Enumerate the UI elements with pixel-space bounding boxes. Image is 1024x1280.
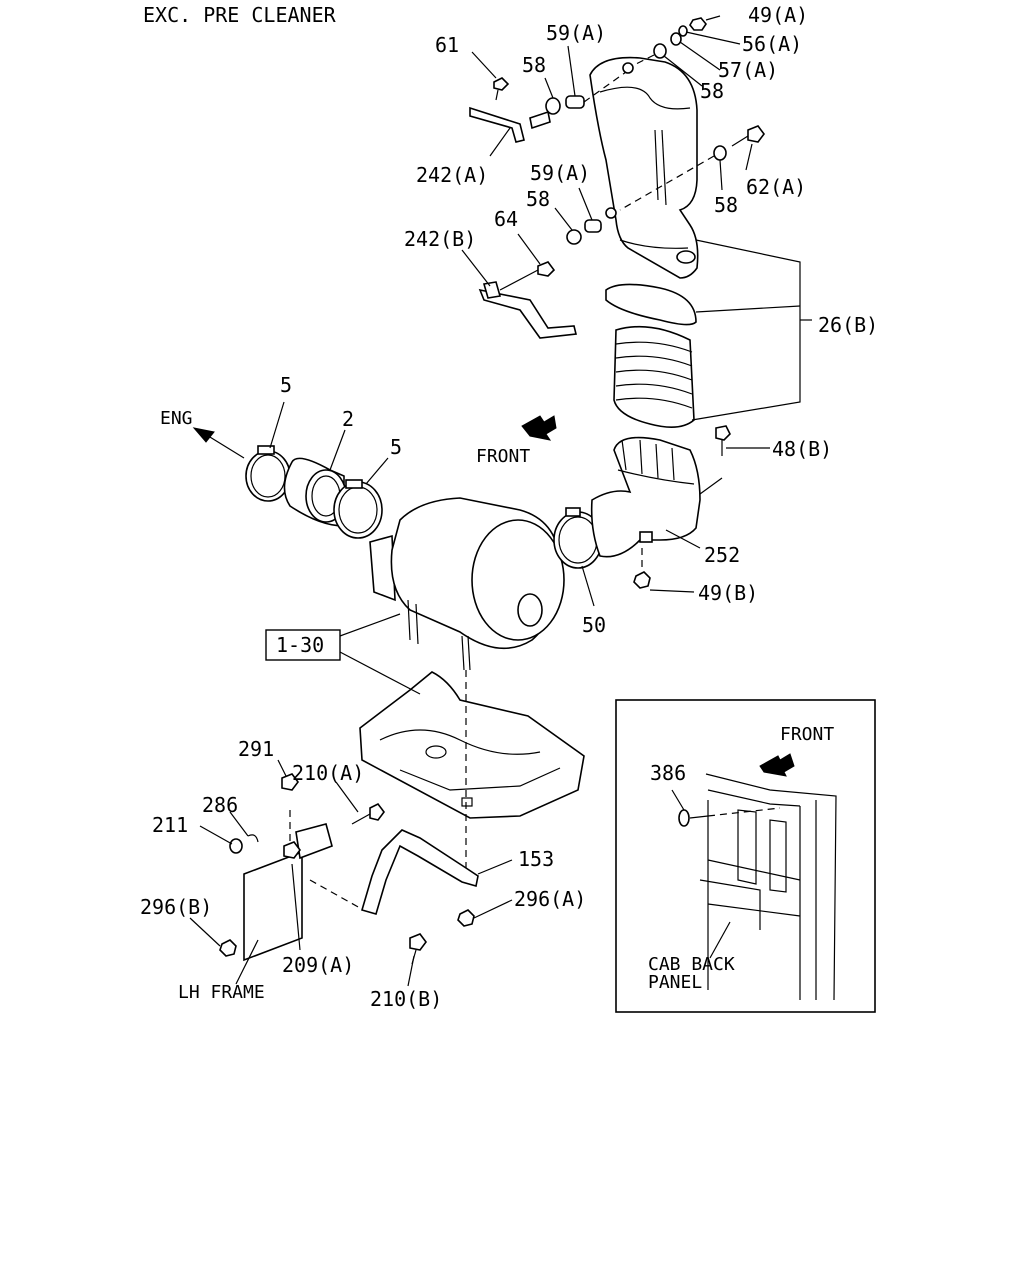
label-48b: 48(B) [772, 437, 832, 461]
inset-cab-back-label-1: CAB BACK [648, 954, 735, 975]
label-1-30-box [265, 629, 341, 661]
label-2: 2 [342, 407, 354, 431]
label-296b: 296(B) [140, 895, 212, 919]
label-209a: 209(A) [282, 953, 354, 977]
nut-49b [633, 548, 651, 589]
bolt-48b [699, 425, 731, 495]
label-296a: 296(A) [514, 887, 586, 911]
leader-lines [189, 15, 770, 987]
label-210a: 210(A) [292, 761, 364, 785]
label-49a: 49(A) [748, 3, 808, 27]
label-386: 386 [650, 761, 686, 785]
collar-58c-59a [566, 219, 602, 245]
bracket-242a [469, 106, 551, 143]
label-58: 58 [700, 79, 724, 103]
intake-duct [589, 56, 699, 279]
lh-frame-bracket [219, 773, 385, 962]
label-1-30: 1-30 [276, 633, 324, 657]
label-252: 252 [704, 543, 740, 567]
label-211: 211 [152, 813, 188, 837]
bolt-62a [619, 125, 765, 211]
label-153: 153 [518, 847, 554, 871]
label-59a: 59(A) [546, 21, 606, 45]
part-labels: 61 58 59(A) 49(A) 56(A) 57(A) 58 242(A) … [140, 3, 878, 1011]
mount-platform [359, 670, 585, 870]
eng-arrow [192, 427, 245, 459]
front-arrow [521, 415, 557, 441]
inset-cab-back-label-2: PANEL [648, 972, 702, 993]
label-eng: ENG [160, 408, 193, 429]
label-50: 50 [582, 613, 606, 637]
label-56a: 56(A) [742, 32, 802, 56]
clamp-5-right [333, 479, 383, 539]
label-286: 286 [202, 793, 238, 817]
nut-washer-49a [631, 17, 707, 67]
bracket-153 [361, 829, 479, 915]
label-5: 5 [390, 435, 402, 459]
air-cleaner-1-30 [369, 497, 565, 671]
label-58: 58 [714, 193, 738, 217]
label-210b: 210(B) [370, 987, 442, 1011]
bolt-210b [409, 933, 427, 965]
label-49b: 49(B) [698, 581, 758, 605]
label-242b: 242(B) [404, 227, 476, 251]
diagram-title: EXC. PRE CLEANER [143, 3, 337, 27]
inset-cab-back-panel: FRONT 386 CAB BACK PANEL [615, 699, 876, 1013]
label-5: 5 [280, 373, 292, 397]
label-61: 61 [435, 33, 459, 57]
label-62a: 62(A) [746, 175, 806, 199]
label-26b: 26(B) [818, 313, 878, 337]
elbow-252 [590, 436, 701, 558]
label-242a: 242(A) [416, 163, 488, 187]
label-59a: 59(A) [530, 161, 590, 185]
label-291: 291 [238, 737, 274, 761]
inset-front-arrow [759, 753, 795, 777]
label-58: 58 [522, 53, 546, 77]
bracket-242b [478, 261, 577, 339]
label-58: 58 [526, 187, 550, 211]
inset-front-label: FRONT [780, 724, 834, 745]
clamp-5-left [245, 445, 291, 502]
label-64: 64 [494, 207, 518, 231]
screw-386 [678, 809, 690, 827]
hose-26b [605, 283, 697, 428]
label-lh-frame: LH FRAME [178, 982, 265, 1003]
label-57a: 57(A) [718, 58, 778, 82]
nut-296a [457, 909, 475, 927]
label-front: FRONT [476, 446, 530, 467]
bolt-61 [493, 77, 510, 101]
